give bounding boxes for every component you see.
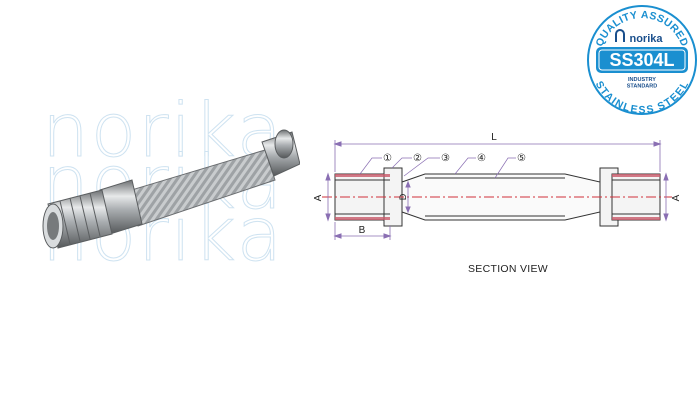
badge-grade-box xyxy=(596,47,688,73)
dimension-height-left-label: A xyxy=(313,194,324,201)
callout-5: ⑤ xyxy=(517,153,526,164)
section-view-drawing: L A A D B xyxy=(313,132,680,240)
callout-1: ① xyxy=(383,153,392,164)
badge-grade: SS304L xyxy=(609,50,674,70)
callout-2: ② xyxy=(413,153,422,164)
badge-brand: norika xyxy=(629,33,663,45)
callout-4: ④ xyxy=(477,153,486,164)
hose-braided-body xyxy=(124,149,276,227)
flexible-hose-product-image xyxy=(42,129,300,249)
callout-3: ③ xyxy=(441,153,450,164)
pipe-hatching xyxy=(335,174,660,220)
watermark-line-1: norika xyxy=(41,88,285,174)
quality-badge: QUALITY ASSURED STAINLESS STEEL norika S… xyxy=(587,5,697,116)
dimension-socket-length xyxy=(333,222,392,240)
dimension-length xyxy=(333,140,662,172)
hose-left-thread xyxy=(42,189,113,249)
dimension-height-right-label: A xyxy=(671,194,680,201)
dimension-length-label: L xyxy=(491,132,497,143)
dimension-inner-diameter xyxy=(405,180,411,214)
dimension-height-right xyxy=(663,172,669,222)
dimension-socket-length-label: B xyxy=(359,225,366,236)
badge-standard-line-2: STANDARD xyxy=(627,84,657,90)
hose-right-fitting xyxy=(261,129,300,177)
section-view-caption: SECTION VIEW xyxy=(468,263,549,275)
norika-logo-icon xyxy=(615,29,625,42)
dimension-inner-diameter-label: D xyxy=(398,193,408,200)
dimension-height-left xyxy=(325,172,331,222)
badge-standard-line-1: INDUSTRY xyxy=(628,77,656,83)
